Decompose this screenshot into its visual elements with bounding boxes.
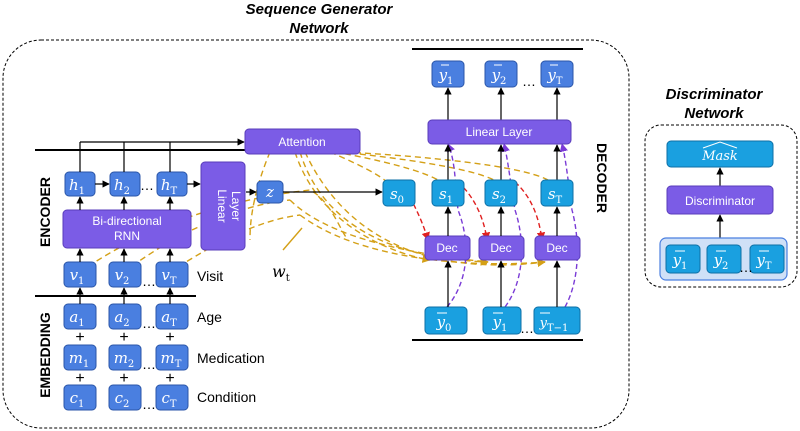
wt-label: wt <box>272 262 290 284</box>
svg-text:hT: hT <box>161 176 178 197</box>
svg-text:a2: a2 <box>114 308 129 329</box>
svg-text:h1: h1 <box>69 176 85 197</box>
svg-text:s2: s2 <box>492 185 506 206</box>
svg-text:+: + <box>119 329 128 346</box>
mask-box <box>666 140 774 168</box>
svg-text:m2: m2 <box>114 349 135 370</box>
svg-text:sT: sT <box>548 185 563 206</box>
encoder-label: ENCODER <box>37 177 53 247</box>
visit-row: v1 v2 vT … <box>63 261 189 289</box>
svg-text:mT: mT <box>161 349 182 370</box>
svg-text:Dec: Dec <box>436 241 457 255</box>
encoder-linear-label-line1: Linear <box>215 189 229 222</box>
age-label: Age <box>197 309 222 325</box>
decoder-linear-layer-label: Linear Layer <box>466 125 533 139</box>
svg-text:aT: aT <box>161 308 177 329</box>
h2-cell <box>109 171 141 197</box>
discriminator-box <box>666 185 774 215</box>
svg-text:Dec: Dec <box>490 241 511 255</box>
svg-text:y1: y1 <box>438 66 454 87</box>
svg-text:…: … <box>739 259 753 275</box>
svg-text:yT: yT <box>755 251 771 272</box>
attention-label: Attention <box>278 135 325 149</box>
medication-row: m1 m2 mT … <box>63 344 189 372</box>
age-row: a1 a2 aT … <box>63 303 189 331</box>
svg-text:s1: s1 <box>439 185 453 206</box>
svg-text:yT: yT <box>546 66 562 87</box>
svg-text:y2: y2 <box>491 66 507 87</box>
svg-text:+: + <box>75 329 84 346</box>
svg-text:h2: h2 <box>114 176 130 197</box>
svg-text:…: … <box>142 356 156 372</box>
svg-text:vT: vT <box>161 266 176 287</box>
discriminator-label: Discriminator <box>685 194 755 208</box>
svg-text:…: … <box>142 396 156 412</box>
svg-text:y1: y1 <box>672 251 688 272</box>
bi-rnn-box <box>62 209 192 249</box>
discriminator-title-line1: Discriminator <box>666 86 764 103</box>
svg-text:…: … <box>142 315 156 331</box>
svg-text:a1: a1 <box>69 308 84 329</box>
discriminator-title-line2: Network <box>684 105 744 122</box>
discriminator-inputs: y1 y2 yT … <box>665 244 785 275</box>
mask-label: Mask <box>701 149 738 164</box>
discriminator-frame <box>644 124 798 288</box>
h-ellipsis: … <box>140 177 154 193</box>
svg-text:Dec: Dec <box>546 241 567 255</box>
svg-text:…: … <box>142 273 156 289</box>
dec-input-links <box>405 181 546 241</box>
generator-title-line1: Sequence Generator <box>246 1 394 18</box>
svg-text:v2: v2 <box>115 266 130 287</box>
condition-label: Condition <box>197 389 256 405</box>
condition-row: c1 c2 cT … <box>63 384 189 412</box>
svg-text:c1: c1 <box>70 389 85 410</box>
svg-text:yT−1: yT−1 <box>539 316 569 334</box>
svg-text:v1: v1 <box>70 266 85 287</box>
medication-label: Medication <box>197 350 265 366</box>
dec-feedback-links <box>446 143 578 308</box>
decoder-outputs: y1 y2 yT … <box>431 60 574 89</box>
attention-box <box>244 128 361 155</box>
svg-text:y0: y0 <box>436 313 452 334</box>
mask-hat <box>702 141 738 149</box>
svg-text:y1: y1 <box>492 313 508 334</box>
generator-frame <box>2 39 630 429</box>
svg-text:c2: c2 <box>115 389 130 410</box>
decoder-label: DECODER <box>594 143 610 213</box>
svg-text:+: + <box>165 329 174 346</box>
encoder-linear-label-line2: Layer <box>229 191 243 221</box>
svg-text:…: … <box>522 73 536 89</box>
z-label: z <box>265 183 274 201</box>
encoder-linear-layer-box <box>200 161 246 251</box>
wt-pointer <box>282 227 303 251</box>
svg-text:s0: s0 <box>390 185 404 206</box>
svg-text:…: … <box>520 320 534 336</box>
visit-label: Visit <box>197 268 223 284</box>
decoder-linear-layer-box <box>427 119 572 145</box>
svg-text:+: + <box>165 370 174 387</box>
dec-cells: Dec Dec Dec <box>424 235 581 261</box>
svg-text:m1: m1 <box>69 349 90 370</box>
svg-text:cT: cT <box>161 389 176 410</box>
bi-rnn-label-line1: Bi-directional <box>92 214 161 228</box>
embedding-label: EMBEDDING <box>37 312 53 398</box>
decoder-states: s0 s1 s2 sT <box>382 179 574 207</box>
decoder-inputs: y0 y1 yT−1 … <box>424 306 581 336</box>
encoder-hidden-states: h1 h2 hT <box>64 171 188 197</box>
bi-rnn-label-line2: RNN <box>114 229 140 243</box>
svg-text:y2: y2 <box>713 251 729 272</box>
svg-text:+: + <box>75 370 84 387</box>
svg-text:+: + <box>119 370 128 387</box>
generator-title-line2: Network <box>289 20 349 37</box>
